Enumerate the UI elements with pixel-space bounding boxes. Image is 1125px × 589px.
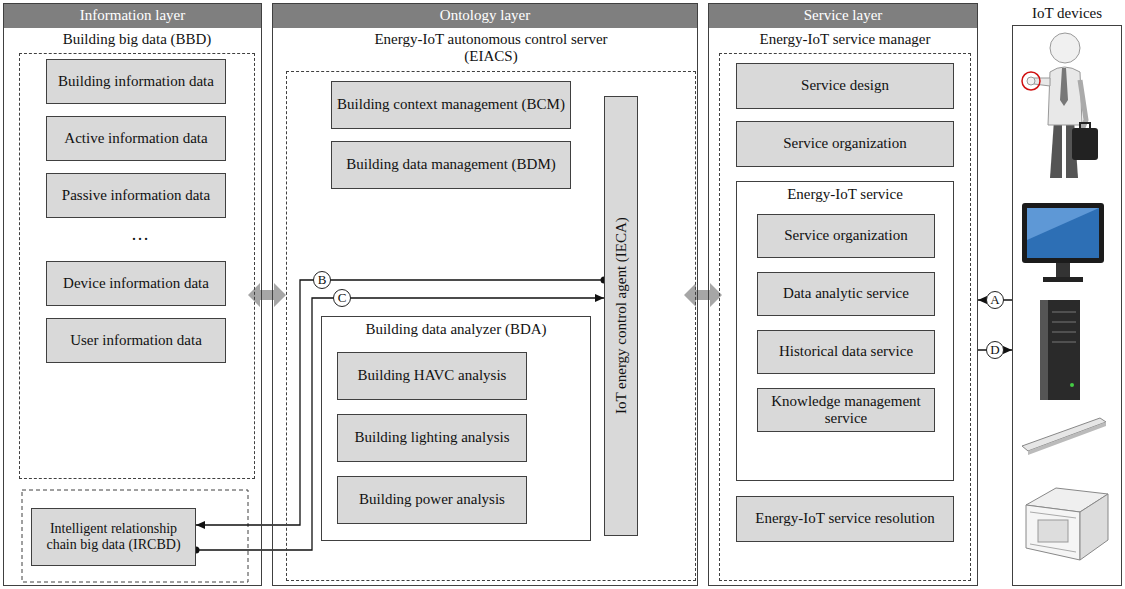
box-label: Building HAVC analysis: [358, 367, 507, 384]
device-panel: IoT devices: [1012, 3, 1122, 586]
process-box: Service organization: [736, 121, 954, 167]
process-box: Building data management (BDM): [331, 141, 571, 189]
box-label: Knowledge management service: [762, 393, 930, 428]
process-box: Intelligent relationship chain big data …: [31, 508, 196, 566]
double-arrow-shape: [248, 283, 286, 307]
layer-panel: Service layerEnergy-IoT service managerS…: [708, 3, 978, 586]
group-box: Energy-IoT autonomous control server (EI…: [286, 31, 696, 581]
box-label: Energy-IoT service resolution: [755, 510, 934, 527]
process-box: Device information data: [46, 261, 226, 306]
group-title: Energy-IoT service manager: [719, 31, 971, 48]
box-label: User information data: [70, 332, 202, 349]
connector: [196, 277, 608, 526]
callout-letter: A: [986, 291, 1004, 309]
server-figure: [1040, 300, 1080, 400]
layer-double-arrow: [248, 283, 286, 307]
box-label: Building power analysis: [359, 491, 505, 508]
layer-title: Information layer: [80, 7, 185, 24]
box-label: Building data management (BDM): [346, 156, 556, 173]
ellipsis-label: …: [120, 224, 160, 245]
module-box: Building data analyzer (BDA) Building HAV…: [321, 316, 591, 541]
module-box: Energy-IoT serviceService organizationDa…: [736, 181, 954, 481]
box-label: Building context management (BCM): [337, 96, 565, 113]
group-box: Energy-IoT service managerService design…: [719, 31, 971, 581]
layer-panel: Information layerBuilding big data (BBD)…: [3, 3, 262, 586]
layer-double-arrow: [684, 283, 722, 307]
double-arrow-shape: [684, 283, 722, 307]
ceiling-ac-figure: [1026, 488, 1108, 560]
callout-letter: C: [333, 289, 351, 307]
process-box: Energy-IoT service resolution: [736, 496, 954, 542]
module-title: Energy-IoT service: [737, 182, 953, 203]
light-panel-figure: [1022, 418, 1106, 455]
box-label: Building lighting analysis: [354, 429, 509, 446]
box-label: Passive information data: [62, 187, 210, 204]
header-band: Service layer: [709, 4, 977, 28]
callout-letter: D: [986, 341, 1004, 359]
process-box: Building context management (BCM): [331, 81, 571, 129]
box-label: Device information data: [63, 275, 209, 292]
group-box: Building big data (BBD) Building informat…: [19, 31, 255, 479]
monitor-figure: [1022, 203, 1104, 282]
header-band: Ontology layer: [273, 4, 697, 28]
process-box: Active information data: [46, 116, 226, 161]
process-box: Service organization: [757, 214, 935, 258]
callout-letter: B: [313, 271, 331, 289]
panel-title: IoT devices: [1012, 3, 1122, 22]
box-label: Building information data: [58, 73, 214, 90]
box-label: Active information data: [64, 130, 207, 147]
box-label: Service design: [801, 77, 889, 94]
box-label: Service organization: [784, 227, 907, 244]
person-figure: [1022, 33, 1098, 178]
process-box: Historical data service: [757, 330, 935, 374]
process-box: Building lighting analysis: [337, 414, 527, 462]
group-title: Energy-IoT autonomous control server (EI…: [351, 31, 631, 66]
box-label: Data analytic service: [783, 285, 909, 302]
module-title: Building data analyzer (BDA): [322, 317, 590, 338]
process-box: Knowledge management service: [757, 388, 935, 432]
process-box: Building power analysis: [337, 476, 527, 524]
process-box: Building HAVC analysis: [337, 352, 527, 400]
connector-line: [196, 298, 604, 550]
agent-box: IoT energy control agent (IECA): [604, 96, 638, 536]
box-label: Intelligent relationship chain big data …: [36, 521, 191, 553]
box-label: Historical data service: [779, 343, 913, 360]
group-title: Building big data (BBD): [19, 31, 255, 48]
device-frame: [1012, 25, 1122, 586]
process-box: User information data: [46, 318, 226, 363]
layer-title: Ontology layer: [440, 7, 530, 24]
process-box: Building information data: [46, 59, 226, 104]
ircbd-region: [22, 490, 248, 582]
process-box: Data analytic service: [757, 272, 935, 316]
box-label: Service organization: [783, 135, 906, 152]
process-box: Passive information data: [46, 173, 226, 218]
agent-label: IoT energy control agent (IECA): [612, 218, 629, 415]
header-band: Information layer: [4, 4, 261, 28]
layer-title: Service layer: [804, 7, 883, 24]
process-box: Service design: [736, 63, 954, 109]
